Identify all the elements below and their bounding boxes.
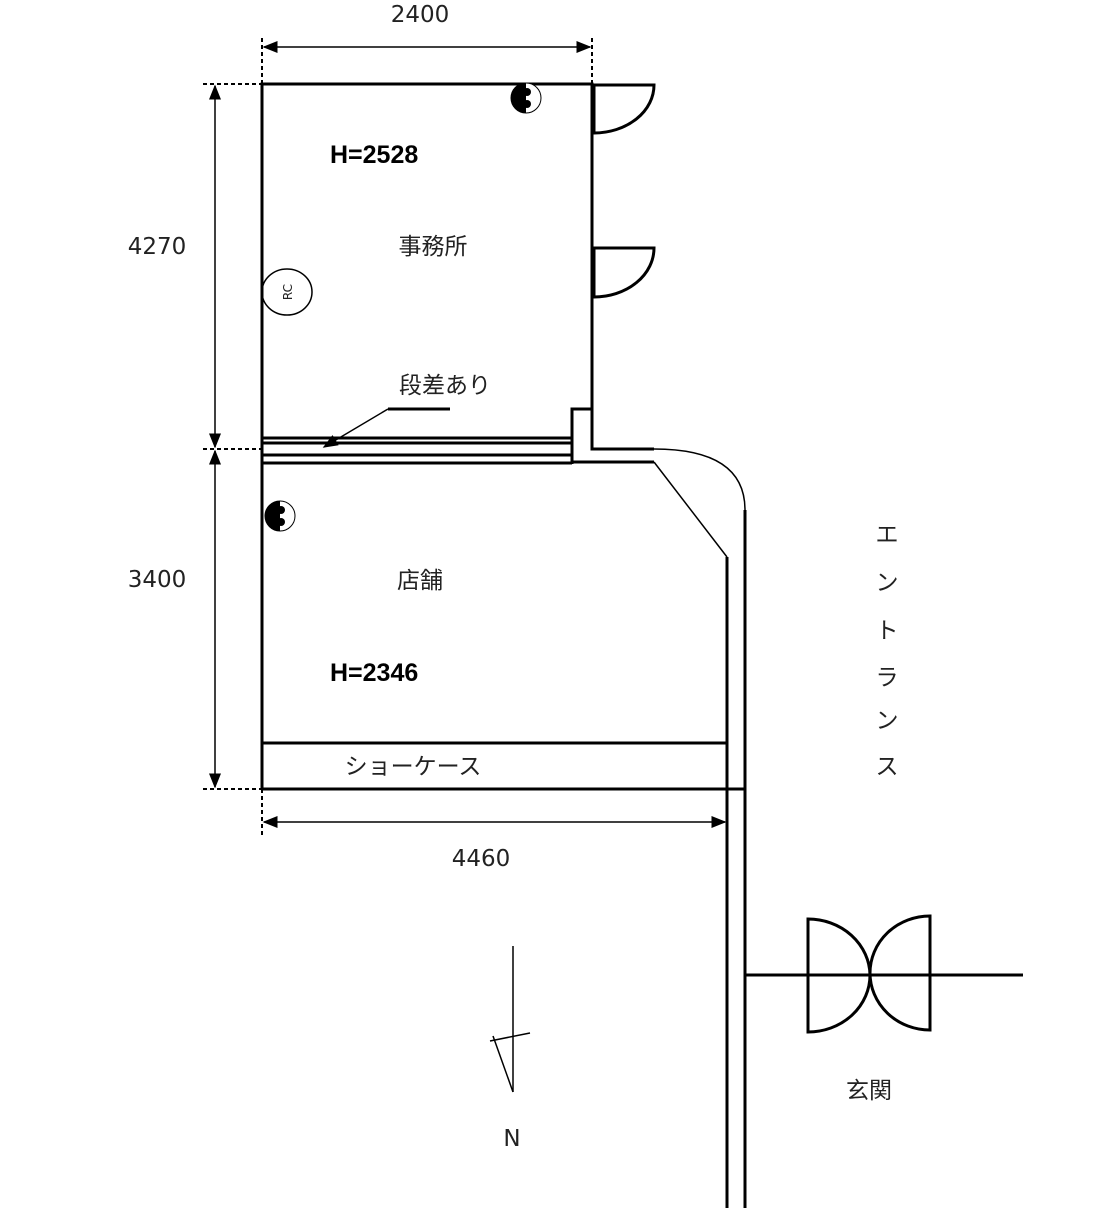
north-arrow-icon	[489, 946, 531, 1093]
entrance-double-door	[806, 914, 932, 1034]
svg-text:ト: ト	[876, 618, 899, 644]
entrance-hall-label: 玄関	[846, 1078, 892, 1104]
dim-bottom-width: 4460	[452, 846, 511, 872]
showcase-label: ショーケース	[345, 754, 482, 780]
step-note: 段差あり	[399, 373, 491, 399]
office-label: 事務所	[399, 234, 468, 260]
svg-text:エ: エ	[876, 522, 899, 548]
office-door-2	[592, 246, 656, 299]
north-label: N	[503, 1126, 520, 1152]
dim-shop-depth: 3400	[128, 567, 187, 593]
outlet-icon	[264, 500, 296, 532]
svg-text:ン: ン	[876, 708, 899, 734]
walls	[260, 82, 1023, 1208]
svg-text:ス: ス	[876, 754, 899, 780]
shop-label: 店舗	[397, 568, 443, 594]
remote-control-icon: RC	[261, 268, 313, 316]
shop-height: H=2346	[330, 659, 418, 687]
svg-text:RC: RC	[281, 284, 295, 300]
dim-office-depth: 4270	[128, 234, 187, 260]
svg-text:ラ: ラ	[876, 665, 899, 691]
dim-top-width: 2400	[391, 2, 450, 28]
corridor-label: エ ン ト ラ ン ス	[876, 522, 899, 780]
outlet-icon	[510, 82, 542, 114]
svg-text:ン: ン	[876, 570, 899, 596]
dimension-lines	[203, 38, 727, 836]
office-door-1	[592, 83, 656, 135]
step-lines	[262, 407, 572, 465]
office-height: H=2528	[330, 141, 418, 169]
